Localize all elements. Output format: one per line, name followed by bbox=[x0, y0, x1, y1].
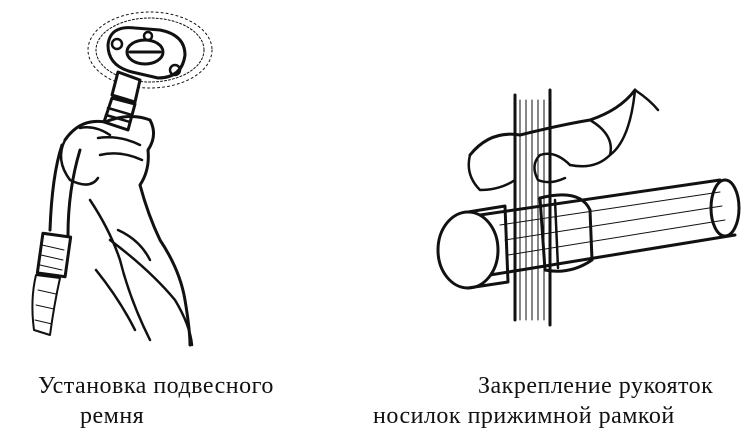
strap-installation-illustration bbox=[0, 0, 330, 360]
caption-right-line-2: носилок прижимной рамкой bbox=[373, 403, 675, 429]
caption-right-line-1: Закрепление рукояток bbox=[478, 373, 714, 399]
caption-left-line-2: ремня bbox=[80, 403, 145, 429]
handle-clamp-illustration bbox=[420, 70, 753, 360]
caption-left-line-1: Установка подвесного bbox=[38, 373, 274, 399]
